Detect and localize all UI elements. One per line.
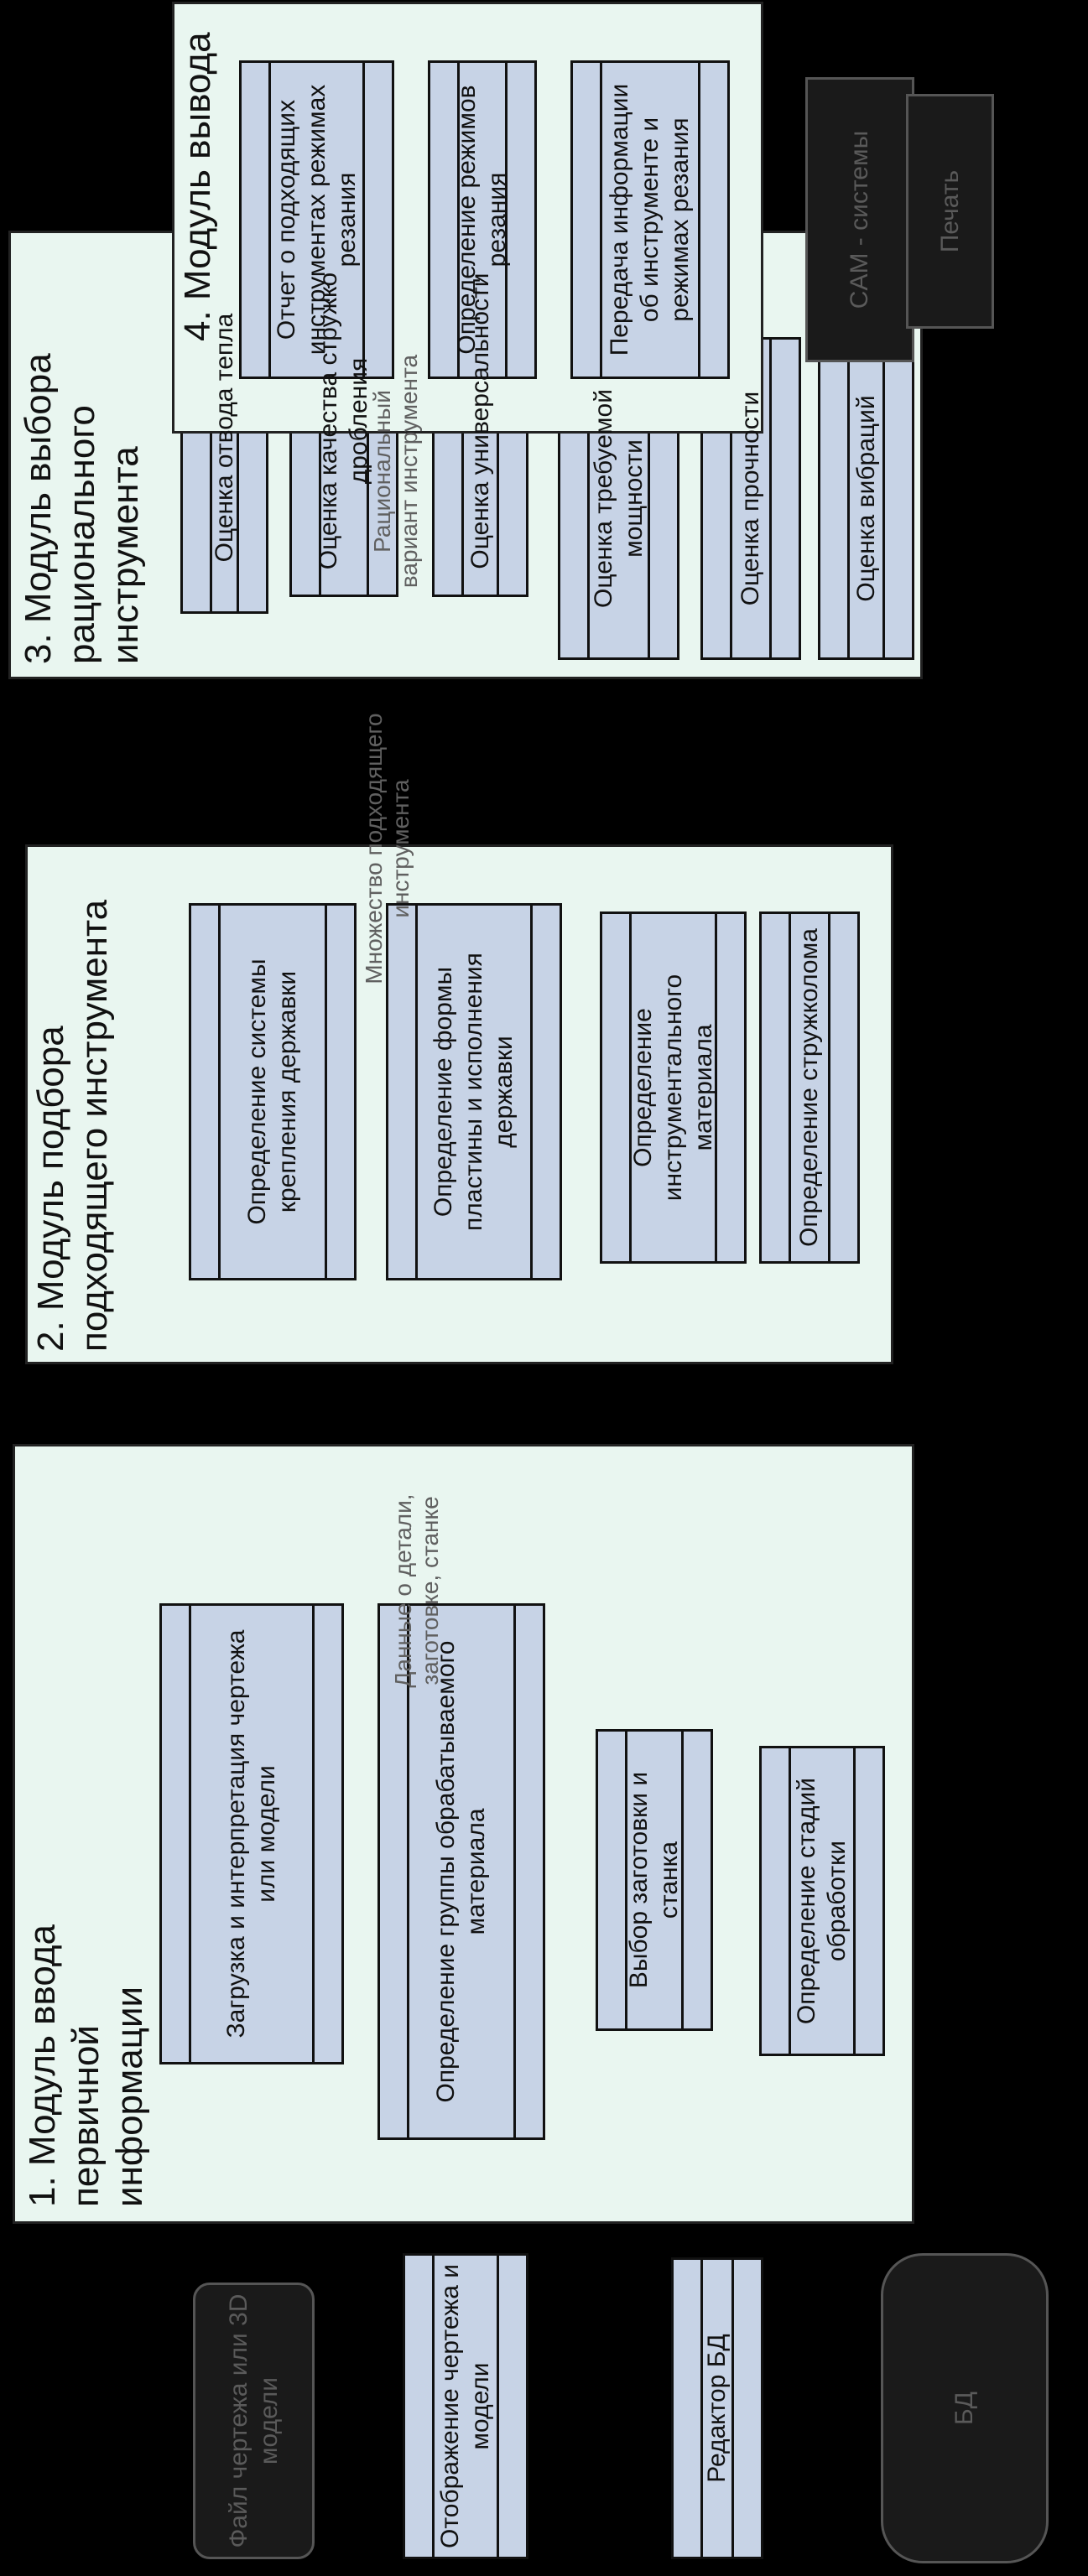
module1-box-blank: Выбор заготовки и станка — [596, 1729, 713, 2031]
database: БД — [881, 2253, 1049, 2563]
module1-box-load: Загрузка и интерпретация чертежа или мод… — [159, 1603, 344, 2064]
module2-title: 2. Модуль подбора подходящего инструмент… — [30, 899, 115, 1352]
file-input: Файл чертежа или 3D модели — [193, 2283, 315, 2559]
cam-systems: CAM - системы — [805, 77, 914, 362]
module1-title: 1. Модуль ввода первичной информации — [22, 1924, 150, 2207]
db-editor-box: Редактор БД — [671, 2257, 763, 2559]
module1-box-stages: Определение стадий обработки — [759, 1746, 885, 2056]
module2-box-tool-material: Определение инструментального материала — [600, 911, 747, 1264]
module3-title: 3. Модуль выбора рационального инструмен… — [18, 353, 146, 664]
module3-box-vibration: Оценка вибраций — [818, 337, 914, 660]
module4-title: 4. Модуль вывода — [177, 32, 218, 341]
module2-box-chipbreaker: Определение стружколома — [759, 911, 860, 1264]
print-box: Печать — [906, 94, 994, 329]
module4-box-transfer: Передача информации об инструменте и реж… — [570, 60, 730, 379]
module4-box-modes: Определение режимов резания — [428, 60, 537, 379]
display-box: Отображение чертежа и модели — [403, 2253, 528, 2559]
module2-box-mount: Определение системы крепления державки — [189, 903, 357, 1280]
flow-34-label: Рациональный вариант инструмента — [369, 354, 422, 589]
